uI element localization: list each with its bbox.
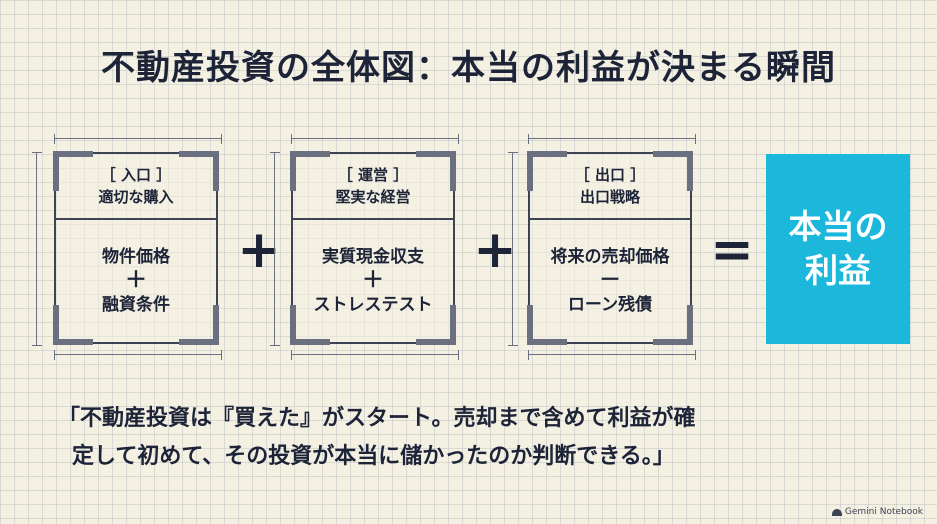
corner-bracket (653, 305, 693, 345)
entry-box-tag: ［ 入口 ］ (100, 166, 172, 184)
quote-line2: 定して初めて、その投資が本当に儲かったのか判断できる。」 (72, 444, 675, 469)
corner-bracket (179, 305, 219, 345)
operation-box-line1: 実質現金収支 (322, 247, 424, 267)
entry-box-operator: ＋ (124, 268, 147, 293)
operation-box-header: ［ 運営 ］ 堅実な経営 (293, 154, 453, 220)
gemini-notebook-icon (831, 508, 842, 516)
entry-box-line2: 融資条件 (102, 295, 170, 315)
corner-bracket (527, 305, 567, 345)
true-profit-line1: 本当の (788, 207, 888, 246)
dimension-line (32, 152, 42, 346)
true-profit-line2: 利益 (805, 251, 871, 290)
quote-line1: 「不動産投資は『買えた』がスタート。売却まで含めて利益が確 (58, 406, 696, 431)
plus-operator: + (473, 220, 517, 280)
brand-label: Gemini Notebook (844, 507, 923, 517)
dimension-line (291, 350, 459, 360)
operation-box: ［ 運営 ］ 堅実な経営 実質現金収支 ＋ ストレステスト (290, 151, 456, 345)
plus-operator: + (237, 220, 281, 280)
exit-box-tag: ［ 出口 ］ (574, 166, 646, 184)
corner-bracket (290, 305, 330, 345)
corner-bracket (53, 151, 93, 191)
corner-bracket (527, 151, 567, 191)
operation-box-body: 実質現金収支 ＋ ストレステスト (293, 220, 453, 342)
entry-box-body: 物件価格 ＋ 融資条件 (56, 220, 216, 342)
entry-box: ［ 入口 ］ 適切な購入 物件価格 ＋ 融資条件 (53, 151, 219, 345)
corner-bracket (179, 151, 219, 191)
exit-box-subtitle: 出口戦略 (579, 188, 640, 206)
exit-box-body: 将来の売却価格 － ローン残債 (530, 220, 690, 342)
quote-text: 「不動産投資は『買えた』がスタート。売却まで含めて利益が確 定して初めて、その投… (58, 400, 898, 476)
corner-bracket (416, 305, 456, 345)
entry-box-subtitle: 適切な購入 (98, 188, 174, 206)
page-title: 不動産投資の全体図：本当の利益が決まる瞬間 (101, 48, 836, 88)
exit-box-line2: ローン残債 (567, 295, 653, 315)
operation-box-operator: ＋ (361, 268, 384, 293)
corner-bracket (416, 151, 456, 191)
brand-watermark: Gemini Notebook (831, 507, 923, 517)
entry-box-line1: 物件価格 (102, 247, 170, 267)
exit-box-line1: 将来の売却価格 (550, 247, 670, 267)
dimension-line (528, 350, 696, 360)
exit-box: ［ 出口 ］ 出口戦略 将来の売却価格 － ローン残債 (527, 151, 693, 345)
dimension-line (508, 152, 518, 346)
exit-box-operator: － (598, 268, 621, 293)
corner-bracket (290, 151, 330, 191)
equals-operator: = (710, 220, 754, 280)
entry-box-header: ［ 入口 ］ 適切な購入 (56, 154, 216, 220)
dimension-line (270, 152, 280, 346)
operation-box-tag: ［ 運営 ］ (337, 166, 409, 184)
operation-box-line2: ストレステスト (313, 295, 433, 315)
dimension-line (54, 134, 222, 144)
true-profit-box: 本当の 利益 (766, 154, 910, 344)
corner-bracket (53, 305, 93, 345)
dimension-line (54, 350, 222, 360)
exit-box-header: ［ 出口 ］ 出口戦略 (530, 154, 690, 220)
dimension-line (528, 134, 696, 144)
dimension-line (291, 134, 459, 144)
corner-bracket (653, 151, 693, 191)
operation-box-subtitle: 堅実な経営 (335, 188, 411, 206)
